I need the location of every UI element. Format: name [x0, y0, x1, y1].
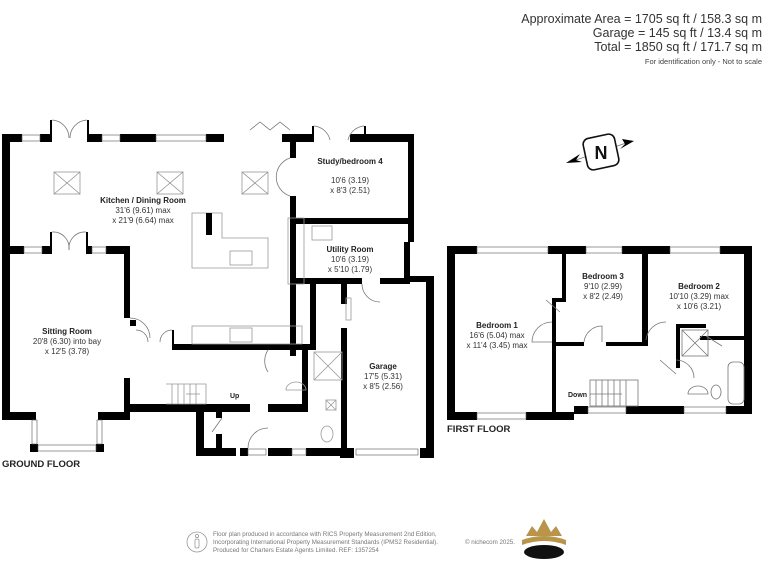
garage-area-text: Garage = 145 sq ft / 13.4 sq m: [592, 26, 762, 40]
bedroom-1-label: Bedroom 1: [476, 321, 518, 330]
sitting-room-dim2: x 12'5 (3.78): [45, 347, 90, 356]
kitchen-dining-room-dim2: x 21'9 (6.64) max: [112, 216, 174, 225]
footer-line-3: Produced for Charters Estate Agents Limi…: [213, 547, 379, 554]
first-floor-plan: Bedroom 1 16'6 (5.04) max x 11'4 (3.45) …: [447, 246, 752, 435]
stairs-up-label: Up: [230, 393, 239, 400]
kitchen-dining-room-label: Kitchen / Dining Room: [100, 196, 186, 205]
disclaimer-note: For identification only - Not to scale: [644, 57, 762, 66]
utility-room-label: Utility Room: [326, 245, 373, 254]
stairs-down-label: Down: [568, 392, 587, 399]
compass-letter: N: [595, 143, 608, 163]
first-floor-label: FIRST FLOOR: [447, 424, 510, 435]
bedroom-3-label: Bedroom 3: [582, 272, 624, 281]
garage-dim2: x 8'5 (2.56): [363, 382, 403, 391]
area-summary: Approximate Area = 1705 sq ft / 158.3 sq…: [521, 12, 762, 67]
sitting-room-dim1: 20'8 (6.30) into bay: [33, 337, 101, 346]
footer-text: Floor plan produced in accordance with R…: [213, 531, 438, 555]
crown-logo-icon: [522, 519, 566, 559]
study-label: Study/bedroom 4: [317, 157, 383, 166]
utility-room-dim1: 10'6 (3.19): [331, 255, 369, 264]
garage-dim1: 17'5 (5.31): [364, 372, 402, 381]
bedroom-3-dim1: 9'10 (2.99): [584, 282, 622, 291]
bedroom-2-dim1: 10'10 (3.29) max: [669, 292, 729, 301]
footer-copyright: © nichecom 2025.: [465, 539, 515, 546]
garage-label: Garage: [369, 362, 397, 371]
ground-floor-label: GROUND FLOOR: [2, 459, 80, 470]
footer-line-1: Floor plan produced in accordance with R…: [213, 531, 437, 538]
bedroom-1-dim1: 16'6 (5.04) max: [469, 331, 524, 340]
study-dim2: x 8'3 (2.51): [330, 186, 370, 195]
north-arrow-icon: N: [566, 133, 634, 171]
footer-line-2: Incorporating International Property Mea…: [213, 539, 438, 546]
utility-room-dim2: x 5'10 (1.79): [328, 265, 373, 274]
ground-floor-plan: Kitchen / Dining Room 31'6 (9.61) max x …: [2, 119, 434, 470]
sitting-room-label: Sitting Room: [42, 327, 92, 336]
info-person-icon: [186, 531, 208, 553]
bedroom-3-dim2: x 8'2 (2.49): [583, 292, 623, 301]
approximate-area-text: Approximate Area = 1705 sq ft / 158.3 sq…: [521, 12, 762, 26]
footer-disclaimer: Floor plan produced in accordance with R…: [183, 530, 603, 558]
bedroom-2-label: Bedroom 2: [678, 282, 720, 291]
bedroom-2-dim2: x 10'6 (3.21): [677, 302, 722, 311]
study-dim1: 10'6 (3.19): [331, 176, 369, 185]
total-area-text: Total = 1850 sq ft / 171.7 sq m: [594, 40, 762, 54]
bedroom-1-dim2: x 11'4 (3.45) max: [467, 341, 528, 350]
kitchen-dining-room-dim1: 31'6 (9.61) max: [115, 206, 170, 215]
